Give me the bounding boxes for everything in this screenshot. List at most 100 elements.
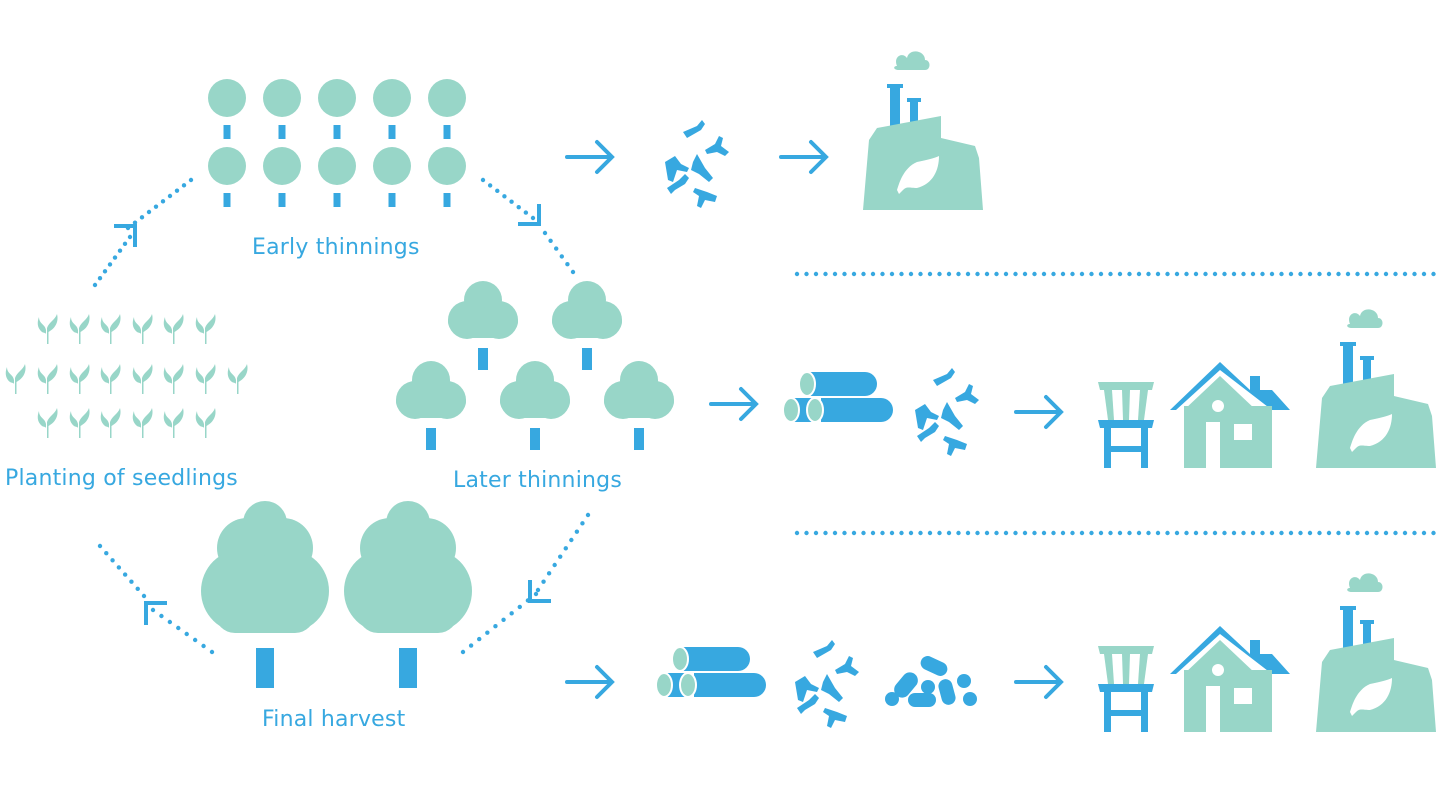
cycle-dot — [570, 269, 576, 275]
cycle-dot — [116, 565, 122, 570]
divider-dot — [1212, 271, 1218, 277]
cycle-dot — [209, 649, 215, 655]
divider-dot — [1165, 530, 1170, 536]
cycle-dot — [533, 591, 539, 597]
cycle-dot — [102, 269, 108, 274]
cycle-dot — [535, 587, 541, 593]
divider-dot — [1250, 530, 1256, 536]
divider-dot — [899, 271, 904, 277]
divider-dot — [1060, 271, 1066, 277]
wood-chips-icon — [795, 640, 859, 728]
arrowhead-later-to-final — [528, 580, 551, 603]
divider-dot — [1089, 271, 1094, 277]
divider-dot — [984, 271, 990, 277]
divider-dot — [842, 530, 847, 536]
divider-dot — [1136, 271, 1142, 277]
divider-dot — [832, 271, 838, 277]
round-tree-icon — [373, 147, 411, 207]
cycle-dot — [129, 579, 134, 584]
divider-dot — [1184, 271, 1189, 277]
cycle-dot — [542, 230, 548, 236]
divider-dot — [908, 271, 914, 277]
divider-dot — [1431, 271, 1436, 277]
divider-dot — [1307, 530, 1313, 536]
arrow-icon — [709, 387, 758, 421]
divider-dot — [1279, 530, 1284, 536]
divider-dot — [1203, 530, 1208, 536]
divider-dot — [1374, 530, 1379, 536]
bio-factory-icon — [1316, 309, 1436, 468]
divider-dot — [813, 271, 819, 277]
seedling-icon — [69, 364, 90, 394]
divider-dot — [1269, 271, 1275, 277]
divider-dot — [1298, 271, 1303, 277]
divider-dot — [956, 530, 961, 536]
divider-dot — [937, 530, 942, 536]
divider-dot — [1051, 530, 1056, 536]
divider-dot — [1089, 530, 1094, 536]
cycle-dot — [493, 624, 498, 629]
cycle-dot — [509, 611, 514, 616]
seedlings-group — [5, 314, 248, 438]
divider-dot — [861, 530, 866, 536]
divider-dot — [842, 271, 847, 277]
cycle-dot — [127, 234, 133, 240]
divider-dot — [975, 271, 980, 277]
divider-dot — [1165, 271, 1170, 277]
divider-dot — [1288, 271, 1294, 277]
arrow-icon — [779, 140, 828, 174]
divider-dot — [1317, 271, 1322, 277]
divider-dot — [804, 271, 809, 277]
divider-dot — [1355, 530, 1360, 536]
wood-chips-icon — [915, 368, 979, 456]
divider-dot — [1003, 271, 1009, 277]
cycle-dot — [548, 238, 553, 243]
cycle-dot — [135, 586, 140, 592]
divider-dot — [851, 530, 857, 536]
divider-dot — [1345, 271, 1351, 277]
divider-dot — [1203, 271, 1208, 277]
divider-dot — [823, 530, 828, 536]
house-icon — [1170, 362, 1290, 468]
cycle-dot — [150, 607, 156, 613]
divider-dot — [823, 271, 828, 277]
round-tree-icon — [208, 147, 246, 207]
divider-dot — [1317, 530, 1322, 536]
logs-icon — [782, 371, 894, 423]
cycle-dot — [541, 579, 546, 584]
divider-dot — [1374, 271, 1379, 277]
later-thinnings-trees — [396, 281, 674, 450]
round-tree-icon — [428, 147, 466, 207]
cloud-tree-icon — [500, 361, 570, 450]
cycle-dot — [517, 604, 522, 610]
divider-dot — [1041, 530, 1047, 536]
divider-dot — [899, 530, 904, 536]
cloud-tree-icon — [396, 361, 466, 450]
divider-dot — [1364, 530, 1370, 536]
divider-dot — [1174, 271, 1180, 277]
divider-dot — [946, 271, 952, 277]
divider-dot — [794, 530, 800, 536]
cloud-tree-icon — [448, 281, 518, 370]
cycle-dot — [565, 262, 570, 267]
divider-dot — [1307, 271, 1313, 277]
pellets-icon — [885, 653, 977, 707]
divider-dot — [1222, 271, 1227, 277]
cycle-dot — [480, 177, 486, 183]
seedling-icon — [100, 364, 121, 394]
cycle-dot — [184, 631, 189, 637]
round-tree-icon — [373, 79, 411, 139]
cycle-dot — [585, 512, 591, 518]
arrowhead-early-to-later — [518, 204, 541, 226]
cycle-dot — [530, 215, 536, 221]
seedling-icon — [195, 408, 216, 438]
cycle-connectors — [92, 177, 591, 655]
divider-dot — [1336, 530, 1341, 536]
divider-dot — [1393, 271, 1398, 277]
cycle-dot — [192, 637, 198, 643]
seedling-icon — [195, 364, 216, 394]
cycle-dot — [574, 529, 580, 534]
divider-dot — [1260, 271, 1265, 277]
divider-dot — [1127, 530, 1132, 536]
divider-dot — [1298, 530, 1303, 536]
